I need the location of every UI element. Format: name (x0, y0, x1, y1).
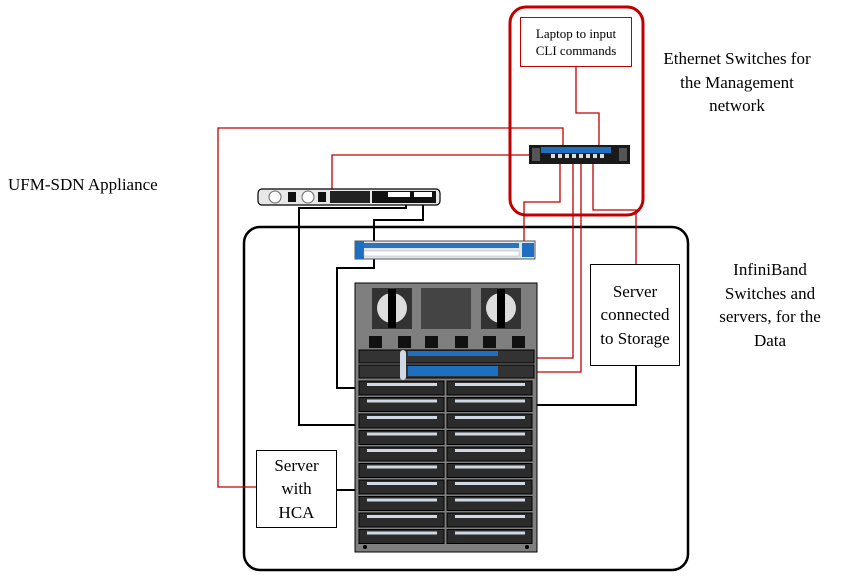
blade-led-strip (367, 399, 437, 403)
blade-led-strip (367, 498, 437, 502)
blade-led-strip (367, 465, 437, 469)
wire-hca-to-switch (217, 127, 564, 488)
blade-led-strip (455, 531, 525, 535)
wire-appliance-to-switch (331, 154, 541, 191)
wire-storage-to-chassis (537, 366, 637, 406)
blade-led-strip (367, 531, 437, 535)
blade-led-strip (367, 383, 437, 386)
ufm-label: UFM-SDN Appliance (8, 175, 158, 194)
blade-led-strip (455, 399, 525, 403)
infiniband-label-line: servers, for the (719, 307, 821, 326)
blade-led-strip (455, 498, 525, 502)
infiniband-label: InfiniBand Switches and servers, for the… (700, 258, 840, 352)
blade-led-strip (367, 432, 437, 436)
management-wires (217, 67, 637, 488)
ethernet-label: Ethernet Switches for the Management net… (652, 47, 822, 118)
wire-laptop-to-switch (575, 67, 600, 152)
blade-led-strip (455, 383, 525, 386)
blade-led-strip (367, 416, 437, 419)
blade-led-strip (367, 482, 437, 485)
hca-server-label-line: with (281, 479, 312, 499)
infiniband-label-line: Switches and (724, 283, 816, 303)
wire-switch-to-storage (592, 163, 637, 264)
blade-led-strip (455, 482, 525, 485)
hca-server-label-line: HCA (278, 502, 315, 522)
blade-led-strip (455, 416, 525, 419)
laptop-label-line: CLI commands (535, 43, 617, 58)
data-wires (298, 204, 637, 491)
infiniband-switch (354, 240, 536, 260)
storage-server-label-line: to Storage (600, 328, 670, 348)
laptop-label-line: Laptop to input (535, 26, 617, 41)
blade-led-strip (455, 465, 525, 469)
storage-server-label-line: Server (612, 281, 658, 301)
ethernet-label-line: the Management (680, 72, 794, 92)
wire-ib-switch-to-chassis (336, 258, 375, 389)
storage-server-label-line: connected (600, 305, 670, 325)
wire-switch-to-chassis-2 (535, 163, 582, 373)
storage-server-box: Server connected to Storage (590, 264, 680, 366)
wire-switch-to-ib-switch (523, 163, 561, 242)
ufm-appliance (257, 188, 441, 206)
infiniband-label-line: Data (753, 330, 787, 350)
ethernet-label-line: Ethernet Switches for (663, 49, 811, 68)
ethernet-label-line: network (709, 96, 765, 115)
data-group-frame (242, 225, 690, 572)
blade-led-strip (455, 515, 525, 518)
blade-led-strip (455, 449, 525, 452)
hca-server-label-line: Server (274, 455, 319, 475)
blade-led-strip (367, 515, 437, 518)
wire-appliance-to-ib-switch (373, 204, 424, 242)
ethernet-switch (529, 145, 630, 164)
blade-led-strip (367, 449, 437, 452)
infiniband-director-chassis (354, 282, 538, 553)
management-group-frame (508, 5, 645, 217)
wire-appliance-to-chassis (298, 204, 407, 426)
infiniband-label-line: InfiniBand (733, 260, 807, 279)
blade-led-strip (455, 432, 525, 436)
